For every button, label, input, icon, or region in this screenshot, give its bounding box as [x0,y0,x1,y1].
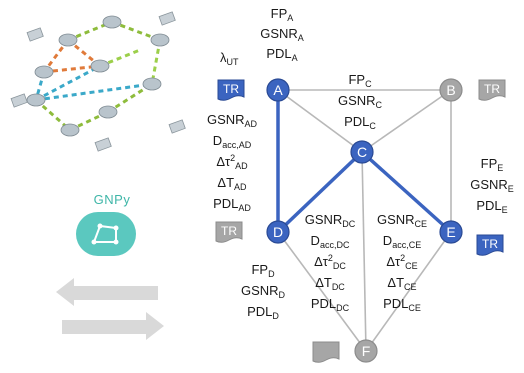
link-AD-param: Dacc,AD [212,133,252,150]
transceiver-D: TR [215,221,243,243]
transceiver-B: TR [478,79,506,101]
node-E[interactable]: E [439,220,463,244]
transceiver-F [312,341,340,363]
transceiver-label: TR [221,224,237,238]
node-E-param: FPE [480,156,504,173]
link-CF [361,151,367,352]
router-icon [26,93,46,107]
node-A-param: GSNRA [260,26,304,43]
node-A-param: FPA [270,6,294,23]
link-AD-param: Δτ2AD [216,153,248,171]
router-icon [98,105,118,119]
node-E-param: PDLE [476,198,508,215]
router-icon [58,33,78,47]
router-icons [26,15,170,137]
link-DC-param: Δτ2DC [314,253,346,271]
link-FE [365,231,452,352]
node-A-param: PDLA [266,46,298,63]
terminal-icon [26,27,44,42]
router-icon [90,59,110,73]
gnpy-logo-text: GNPy [93,192,131,207]
transceiver-label: TR [223,82,239,96]
link-DC-param: PDLDC [310,296,350,313]
link-CE [360,150,453,234]
terminal-icons [10,11,186,152]
transceiver-A: TR [217,79,245,101]
node-A[interactable]: A [266,78,290,102]
terminal-icon [168,119,186,134]
link-AC [277,89,363,153]
link-CE-param: PDLCE [383,296,421,313]
node-E-param: GSNRE [470,177,514,194]
link-AD-param: ΔTAD [217,175,247,192]
router-icon [102,15,122,29]
router-icon [142,77,162,91]
optical-network-illustration [10,11,186,152]
node-C-param: GSNRC [337,93,383,110]
bidirectional-arrow-icon [56,278,164,340]
node-D-param: PDLD [247,304,279,321]
transceiver-label: TR [482,237,498,251]
link-DF [277,231,367,352]
link-AD-param: PDLAD [213,196,251,213]
node-D[interactable]: D [266,220,290,244]
gnpy-logo-icon [76,212,136,256]
node-label: A [273,82,283,98]
router-icon [150,33,170,47]
node-label: F [362,343,371,359]
node-C-param: FPC [348,72,372,89]
link-CE-param: Dacc,CE [382,233,422,250]
router-icon [60,123,80,137]
router-icon [34,65,54,79]
wavelength-label: λUT [220,50,239,67]
node-label: C [357,144,367,160]
node-label: E [446,224,455,240]
node-D-param: GSNRD [240,283,286,300]
link-CE-param: Δτ2CE [386,253,418,271]
link-CE-param: GSNRCE [376,212,428,229]
node-D-param: FPD [251,262,275,279]
terminal-icon [10,93,28,108]
node-B[interactable]: B [439,78,463,102]
terminal-icon [158,11,176,26]
terminal-icon [94,137,112,152]
node-C-param: PDLC [344,114,376,131]
node-C[interactable]: C [350,140,374,164]
node-label: B [446,82,455,98]
node-label: D [273,224,283,240]
link-DC-param: ΔTDC [315,275,345,292]
transceiver-label: TR [484,82,500,96]
link-DC [276,150,364,234]
link-DC-param: Dacc,DC [310,233,350,250]
link-CE-param: ΔTCE [387,275,417,292]
link-AD-param: GSNRAD [206,112,258,129]
link-DC-param: GSNRDC [304,212,356,229]
link-BC [361,89,452,153]
transceiver-E: TR [476,234,504,256]
node-F[interactable]: F [354,339,378,363]
